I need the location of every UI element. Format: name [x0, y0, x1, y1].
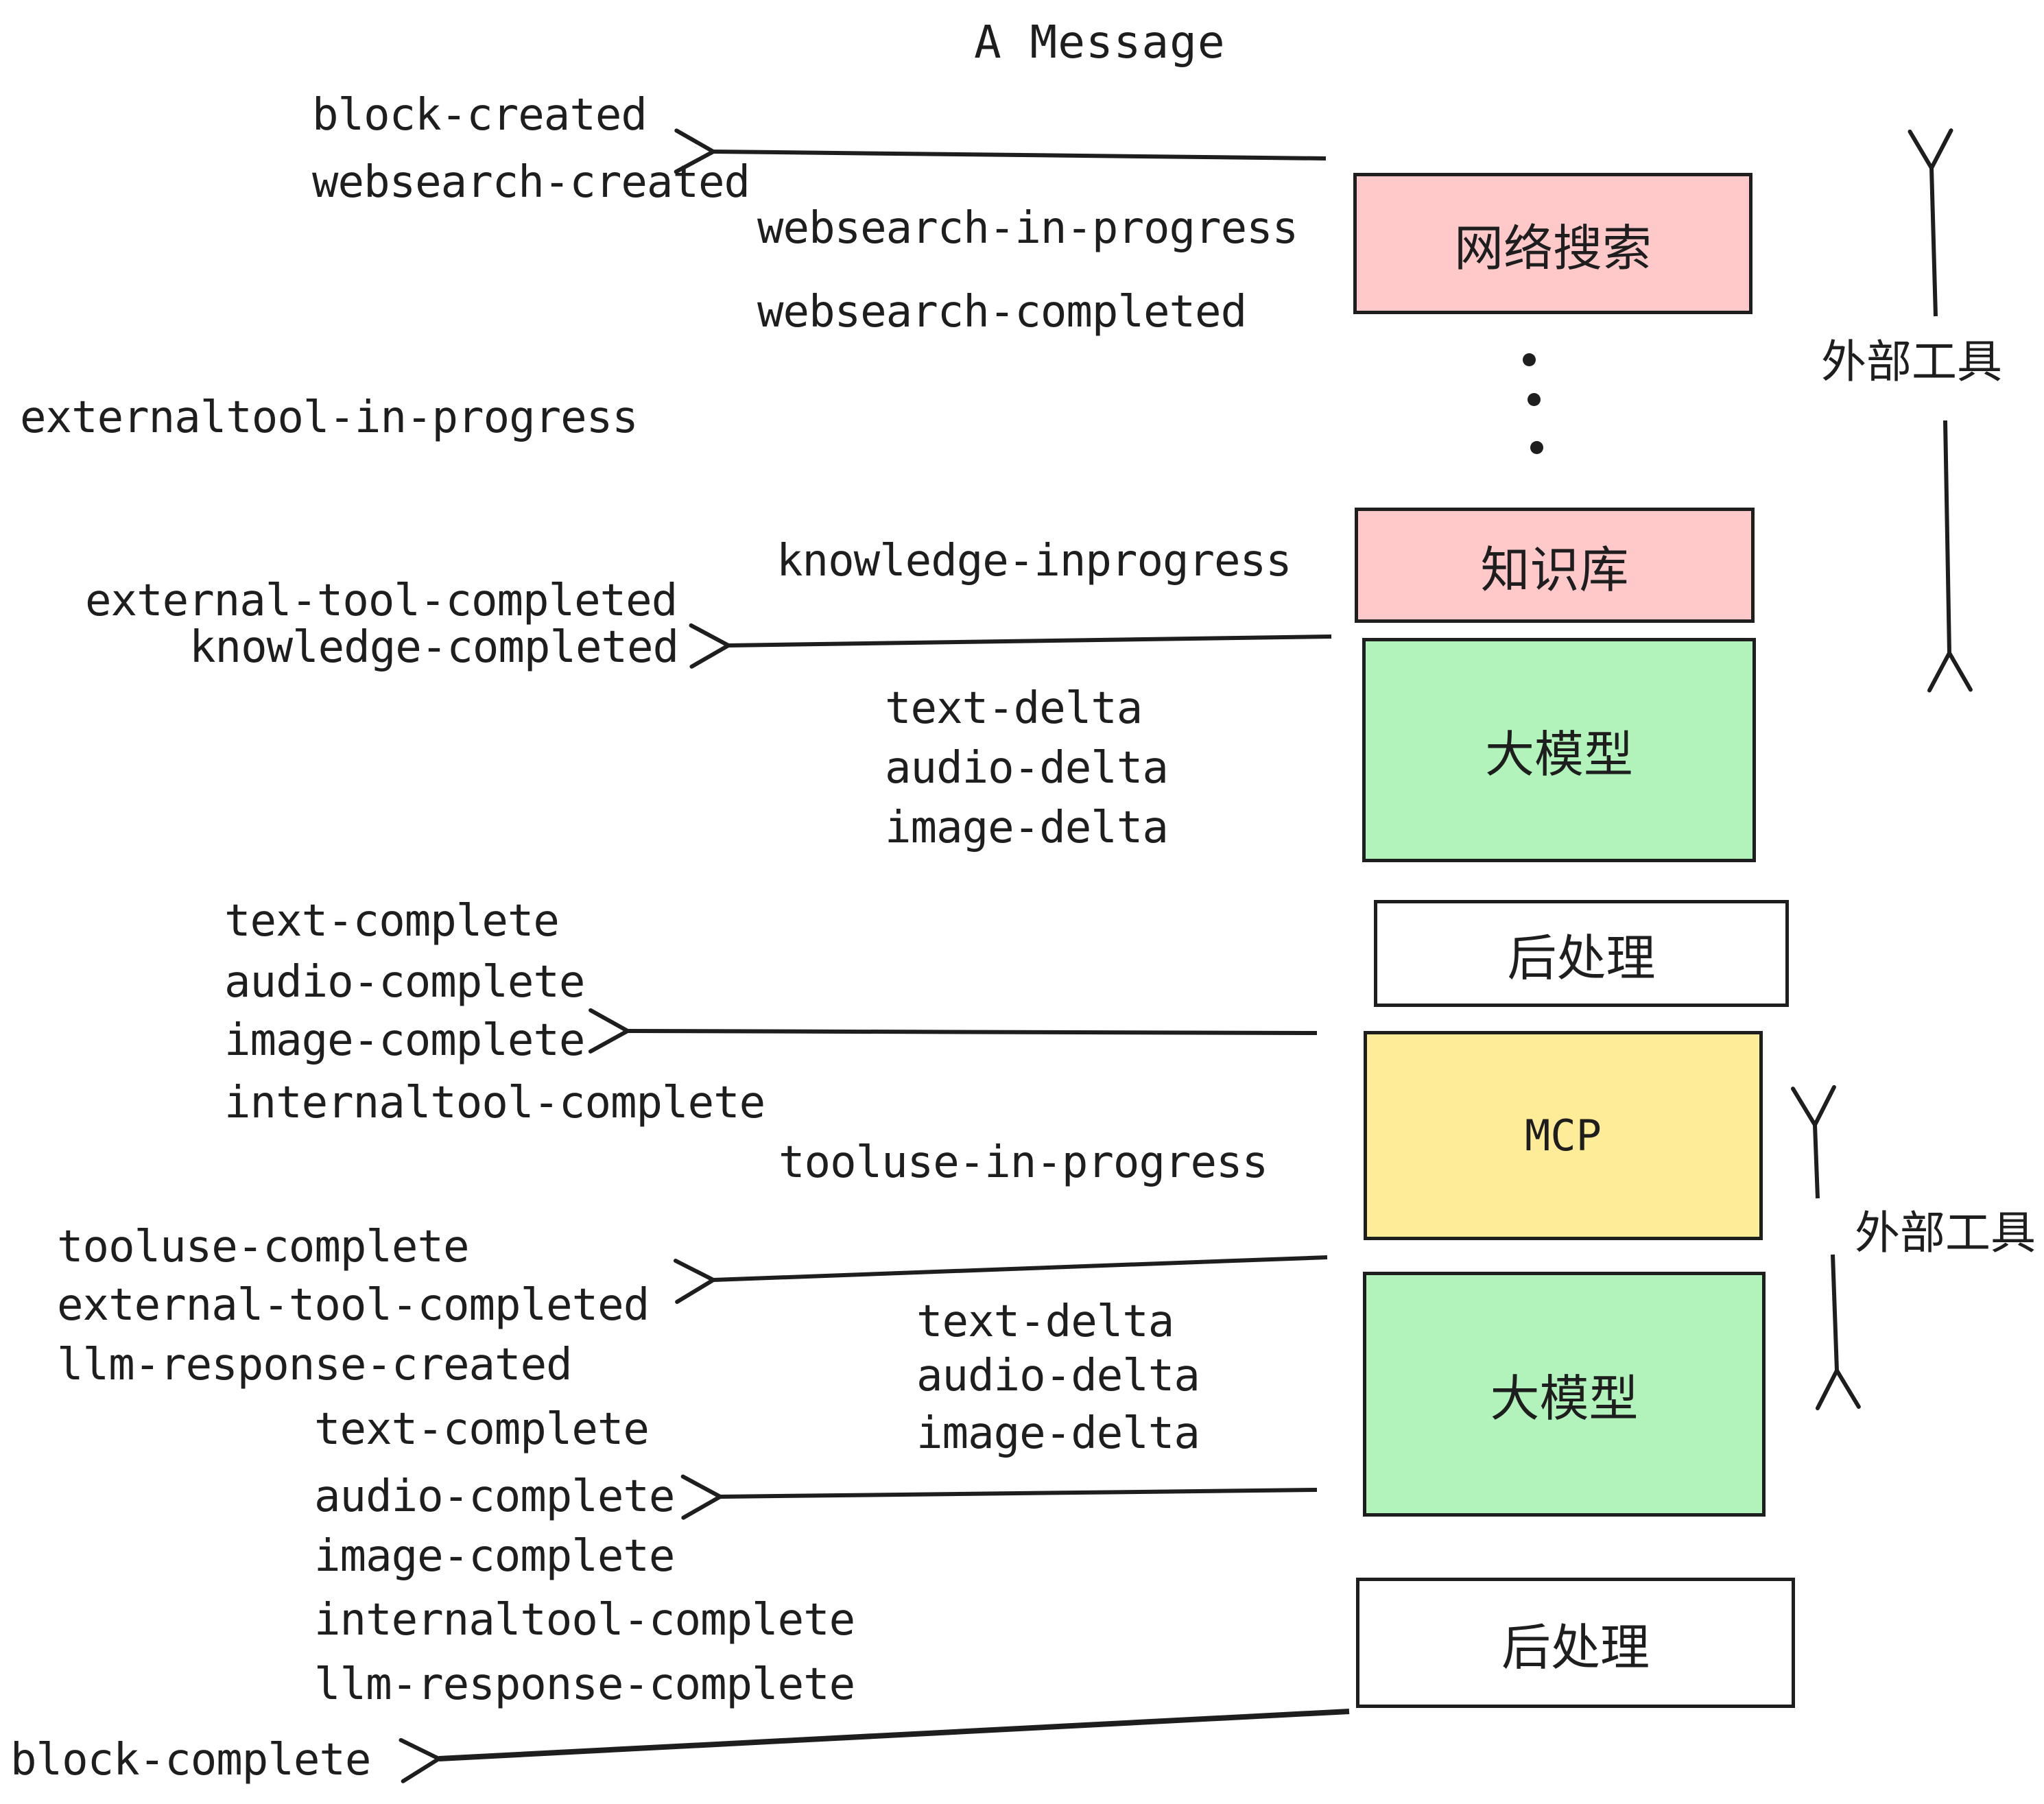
- postprocess-box-1: 后处理: [1374, 900, 1789, 1007]
- ellipsis-dot: [1530, 441, 1543, 454]
- websearch-box: 网络搜索: [1353, 173, 1752, 314]
- arrow-external-tools-top-up: [1908, 128, 1953, 317]
- event-text-delta: text-delta: [916, 1296, 1174, 1347]
- event-block-created: block-created: [312, 90, 647, 141]
- arrow-image-complete-1: [588, 1008, 1318, 1054]
- event-knowledge-completed: knowledge-completed: [189, 622, 679, 673]
- arrow-tooluse-complete: [673, 1255, 1328, 1304]
- arrow-knowledge-completed: [689, 623, 1332, 669]
- arrow-audio-complete-2: [680, 1474, 1318, 1520]
- knowledge-base-box-label: 知识库: [1480, 541, 1629, 599]
- event-audio-complete: audio-complete: [224, 957, 585, 1008]
- arrow-websearch-created: [674, 128, 1327, 174]
- postprocess-box-1-label: 后处理: [1507, 929, 1656, 987]
- mcp-box: MCP: [1364, 1031, 1763, 1240]
- llm-box-2-label: 大模型: [1490, 1370, 1639, 1427]
- event-websearch-in-progress: websearch-in-progress: [757, 203, 1298, 254]
- event-llm-response-complete: llm-response-complete: [314, 1659, 855, 1710]
- event-tooluse-in-progress: tooluse-in-progress: [779, 1137, 1268, 1188]
- llm-box-1-label: 大模型: [1484, 726, 1633, 783]
- event-audio-complete: audio-complete: [314, 1471, 675, 1522]
- postprocess-box-2: 后处理: [1356, 1578, 1795, 1708]
- event-image-complete: image-complete: [314, 1531, 675, 1582]
- ellipsis-dot: [1528, 393, 1541, 406]
- arrow-external-tools-bottom-down: [1815, 1254, 1861, 1411]
- event-internaltool-complete: internaltool-complete: [314, 1595, 855, 1646]
- mcp-box-label: MCP: [1525, 1111, 1602, 1161]
- knowledge-base-box: 知识库: [1355, 508, 1755, 623]
- event-image-delta: image-delta: [916, 1408, 1200, 1459]
- event-text-complete: text-complete: [224, 896, 560, 947]
- event-knowledge-inprogress: knowledge-inprogress: [776, 536, 1292, 586]
- page-title: A Message: [974, 16, 1226, 69]
- llm-box-1: 大模型: [1362, 638, 1756, 862]
- event-image-complete: image-complete: [224, 1015, 585, 1066]
- arrow-external-tools-top-down: [1927, 420, 1973, 693]
- event-text-delta: text-delta: [885, 683, 1143, 734]
- event-tooluse-complete: tooluse-complete: [57, 1222, 469, 1272]
- event-websearch-created: websearch-created: [312, 157, 750, 208]
- ellipsis-dot: [1523, 353, 1536, 366]
- event-audio-delta: audio-delta: [916, 1351, 1200, 1401]
- event-block-complete: block-complete: [10, 1735, 371, 1785]
- arrow-block-complete: [399, 1709, 1350, 1783]
- external-tools-label-top: 外部工具: [1821, 335, 2002, 388]
- external-tools-label-bottom: 外部工具: [1855, 1207, 2036, 1259]
- event-text-complete: text-complete: [314, 1404, 650, 1455]
- event-externaltool-in-progress: externaltool-in-progress: [20, 392, 639, 443]
- llm-box-2: 大模型: [1363, 1272, 1766, 1517]
- arrow-external-tools-bottom-up: [1791, 1084, 1836, 1199]
- websearch-box-label: 网络搜索: [1453, 219, 1652, 277]
- event-internaltool-complete: internaltool-complete: [224, 1078, 765, 1128]
- event-external-tool-completed: external-tool-completed: [85, 575, 678, 626]
- event-image-delta: image-delta: [885, 803, 1169, 853]
- event-audio-delta: audio-delta: [885, 743, 1169, 794]
- event-websearch-completed: websearch-completed: [757, 287, 1247, 337]
- postprocess-box-2-label: 后处理: [1501, 1618, 1650, 1676]
- event-llm-response-created: llm-response-created: [57, 1340, 573, 1390]
- event-external-tool-completed: external-tool-completed: [57, 1280, 650, 1331]
